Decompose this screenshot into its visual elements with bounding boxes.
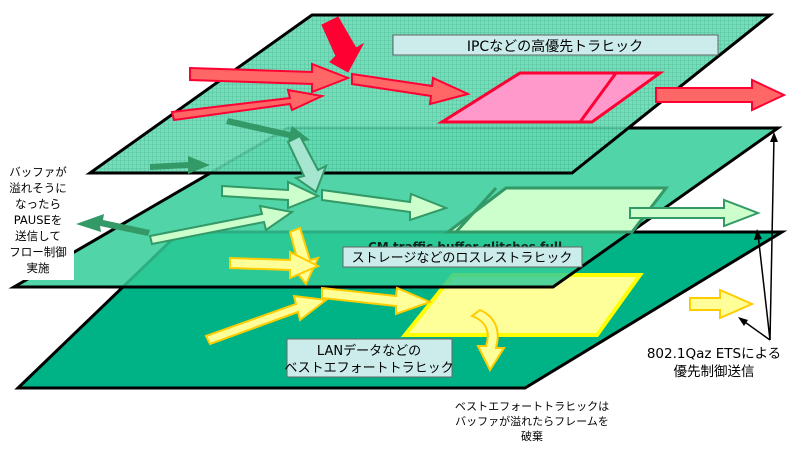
ets-pointer-bottom xyxy=(741,319,771,341)
yellow-arrow-out xyxy=(689,288,755,320)
yellow-flows xyxy=(204,226,755,373)
yellow-arrow-lower-in xyxy=(204,294,329,346)
top-label-box: IPCなどの高優先トラヒック xyxy=(392,34,719,56)
bottom-layer-label-1: LANデータなどの xyxy=(317,343,421,359)
red-arrow-out xyxy=(655,78,787,112)
pause-line-2: 溢れそうに xyxy=(9,181,67,195)
discard-annotation: ベストエフォートトラヒックは バッファが溢れたらフレームを 破棄 xyxy=(455,400,609,443)
red-arrow-down xyxy=(321,16,365,73)
ets-pointer-top-head xyxy=(770,132,778,142)
red-arrow-left-in xyxy=(189,62,351,94)
green-arrow-lower-in xyxy=(148,204,295,246)
pause-line-1: バッファが xyxy=(9,165,67,179)
green-arrow-up-left xyxy=(226,118,310,144)
red-arrow-lower-in xyxy=(170,88,326,122)
discard-line-2: バッファが溢れたらフレームを xyxy=(455,414,609,428)
ets-pointer-top xyxy=(769,135,775,341)
yellow-arrow-to-buffer xyxy=(321,286,433,316)
discard-line-1: ベストエフォートトラヒックは xyxy=(455,400,609,413)
bottom-label-box: LANデータなどの ベストエフォートトラヒック xyxy=(284,338,454,378)
top-layer-label: IPCなどの高優先トラヒック xyxy=(467,38,643,55)
green-arrow-left-small xyxy=(150,156,210,174)
ets-annotation: 802.1Qaz ETSによる 優先制御送信 xyxy=(632,342,796,382)
yellow-arrow-in xyxy=(229,250,321,280)
pause-line-4: PAUSEを xyxy=(14,213,63,227)
red-arrow-to-buffer xyxy=(351,72,471,106)
green-arrow-down xyxy=(286,134,328,194)
ets-line-2: 優先制御送信 xyxy=(674,364,755,380)
ets-line-1: 802.1Qaz ETSによる xyxy=(647,346,781,362)
pause-arrow xyxy=(76,214,150,236)
green-arrow-out xyxy=(629,198,761,228)
green-arrow-in xyxy=(221,180,321,210)
ets-pointers xyxy=(738,132,778,341)
high-priority-buffer-divider xyxy=(578,72,618,123)
pause-line-5: 送信して xyxy=(15,229,61,243)
bottom-layer-label-2: ベストエフォートトラヒック xyxy=(284,361,453,376)
ets-pointer-bottom-head xyxy=(738,317,748,326)
middle-label-box: ストレージなどのロスレストラヒック xyxy=(342,246,583,268)
middle-layer-label: ストレージなどのロスレストラヒック xyxy=(352,251,573,266)
pause-line-7: 実施 xyxy=(27,261,50,275)
discard-line-3: 破棄 xyxy=(521,429,543,443)
pause-annotation: バッファが 溢れそうに なったら PAUSEを 送信して フロー制御 実施 xyxy=(2,160,74,280)
green-arrow-to-buffer xyxy=(321,188,449,222)
green-flows xyxy=(76,118,761,246)
pause-line-6: フロー制御 xyxy=(9,245,67,259)
pause-line-3: なったら xyxy=(15,197,61,211)
red-flows xyxy=(170,16,787,122)
ets-pointer-middle xyxy=(757,233,771,341)
ets-pointer-middle-head xyxy=(754,229,762,240)
yellow-arrow-discard xyxy=(469,308,506,373)
lossless-buffer-divider xyxy=(454,186,498,234)
best-effort-buffer xyxy=(400,273,644,337)
